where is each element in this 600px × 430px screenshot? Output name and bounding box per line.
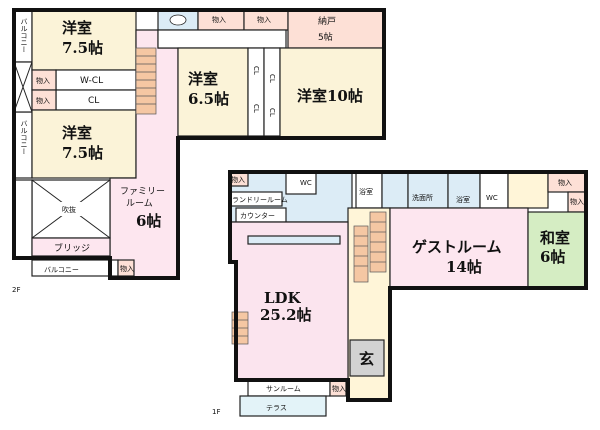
room-western-nw	[31, 9, 137, 71]
stairwell-2f	[13, 179, 33, 259]
storage-label-b: 物入	[36, 96, 50, 105]
cl-label-d: CL	[268, 74, 276, 83]
bath-label-b: 浴室	[456, 195, 470, 204]
second-floor: バルコニー バルコニー 洋室 7.5帖 W-CL CL 物入 物入 洋室 7.5…	[12, 8, 386, 294]
floor-label-2f: 2F	[12, 286, 20, 294]
wc-1f-a-label: WC	[300, 179, 312, 187]
hall-2f	[157, 29, 287, 49]
toilet-icon	[169, 14, 187, 26]
void-label-bg	[54, 202, 86, 216]
kitchen-counter	[247, 235, 341, 245]
room-e-name: 洋室10帖	[297, 87, 363, 105]
japanese-name: 和室	[540, 229, 570, 247]
sunroom-label: サンルーム	[266, 385, 301, 393]
first-floor: ランドリールーム カウンター 物入 WC 浴室 LDK 25.2帖 サンルーム …	[212, 170, 588, 417]
outer-wall-2f	[12, 8, 386, 280]
balcony-label-1: バルコニー	[20, 18, 28, 53]
bath-label-a: 浴室	[359, 187, 373, 196]
terrace	[239, 395, 327, 417]
room-nw-name: 洋室	[62, 19, 92, 37]
family-name-2: ルーム	[126, 198, 153, 209]
room-western-w	[31, 109, 137, 179]
entrance	[349, 339, 385, 377]
hall-1f-east	[507, 171, 549, 209]
japanese-size: 6帖	[540, 248, 565, 266]
fukinuke-label: 吹抜	[62, 205, 76, 214]
entrance-label: 玄	[359, 350, 374, 368]
nando-name: 納戸	[318, 15, 336, 27]
room-w-name: 洋室	[62, 124, 92, 142]
nando-size: 5帖	[318, 31, 333, 43]
outer-wall-1f	[228, 170, 588, 402]
storage-1f-c-label: 物入	[570, 197, 584, 206]
bath-1f-a	[381, 171, 409, 209]
cl-label-a: CL	[88, 96, 99, 106]
balcony-bottom-label: バルコニー	[44, 266, 79, 274]
floor-label-1f: 1F	[212, 408, 220, 416]
room-western-c	[177, 47, 249, 137]
laundry-label: ランドリールーム	[232, 196, 288, 204]
room-c-size: 6.5帖	[188, 90, 229, 108]
storage-label-c: 物入	[212, 15, 226, 24]
cl-closet-2f-c	[263, 47, 281, 137]
cl-closet-2f-b	[247, 47, 265, 137]
ldk-size: 25.2帖	[260, 306, 312, 324]
wc-1f-b	[479, 171, 509, 209]
guest-size: 14帖	[446, 258, 482, 276]
storage-label-a: 物入	[36, 76, 50, 85]
wc-1f-b-label: WC	[486, 194, 498, 202]
wcl-label: W-CL	[80, 76, 103, 86]
cl-label-c: CL	[252, 104, 260, 113]
counter-label: カウンター	[240, 211, 275, 220]
room-nw-size: 7.5帖	[62, 39, 103, 57]
bridge-label: ブリッジ	[54, 242, 90, 254]
ldk-name: LDK	[264, 289, 302, 307]
guest-room	[389, 207, 529, 289]
room-c-name: 洋室	[188, 70, 218, 88]
storage-1f-a-label: 物入	[231, 175, 245, 184]
washroom-1f-b	[407, 171, 449, 209]
room-w-size: 7.5帖	[62, 144, 103, 162]
storage-label-d: 物入	[257, 15, 271, 24]
family-name-1: ファミリー	[120, 187, 165, 197]
family-size: 6帖	[136, 212, 161, 230]
storage-1f-b-label: 物入	[558, 178, 572, 187]
duct-cross-2	[13, 61, 33, 113]
cl-label-e: CL	[268, 108, 276, 117]
guest-name: ゲストルーム	[412, 238, 502, 256]
balcony-label-2: バルコニー	[20, 120, 28, 155]
terrace-label: テラス	[266, 404, 287, 412]
washroom-label: 洗面所	[412, 193, 433, 202]
storage-1f-sun-label: 物入	[332, 384, 346, 393]
stairs-2f	[135, 47, 157, 115]
stairs-1f-center	[353, 211, 387, 283]
cl-label-b: CL	[252, 66, 260, 75]
storage-label-e: 物入	[120, 264, 134, 273]
room-western-e	[279, 47, 385, 139]
nando-storeroom	[287, 9, 385, 49]
